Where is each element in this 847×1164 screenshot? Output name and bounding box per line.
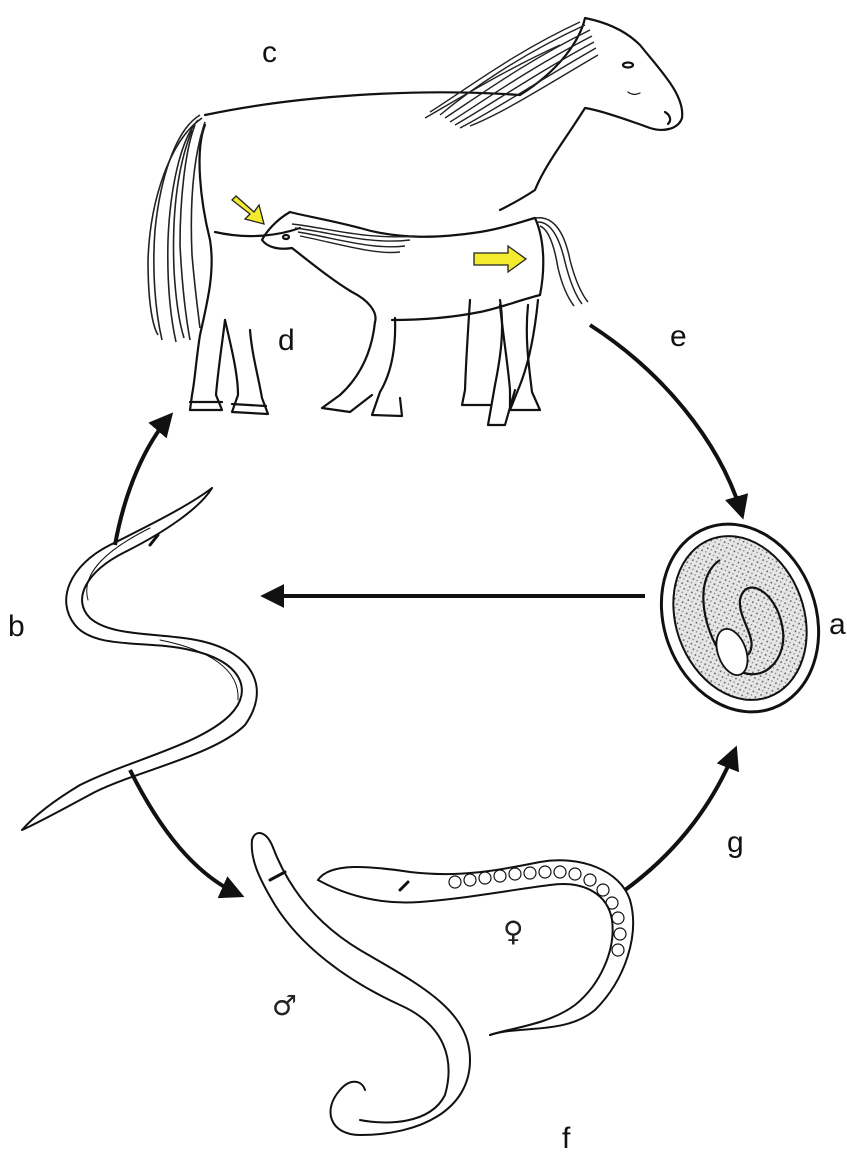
larva-illustration	[22, 488, 257, 830]
egg-illustration	[636, 502, 845, 734]
female-symbol: ♀	[503, 918, 524, 946]
adult-female-worm	[318, 860, 633, 1035]
foal-illustration	[262, 212, 543, 425]
label-f: f	[562, 1124, 570, 1154]
adult-male-worm	[252, 833, 470, 1135]
label-e: e	[670, 322, 687, 352]
label-b: b	[8, 612, 25, 642]
highlight-arrow-body	[474, 246, 526, 272]
mare-mane	[425, 22, 598, 128]
label-d: d	[278, 326, 295, 356]
mare-illustration	[190, 18, 682, 414]
label-g: g	[727, 828, 744, 858]
arrow-g-adults-to-egg	[625, 750, 735, 890]
label-a: a	[829, 610, 846, 640]
foal-mane	[292, 224, 415, 253]
arrow-e-horse-to-egg	[590, 325, 742, 515]
arrow-larva-to-adults	[130, 770, 240, 895]
highlight-arrow-mouth	[232, 196, 264, 224]
male-symbol: ♂	[272, 992, 297, 1020]
label-c: c	[262, 38, 277, 68]
mare-tail	[148, 115, 205, 342]
arrow-larva-to-horse	[115, 416, 170, 545]
